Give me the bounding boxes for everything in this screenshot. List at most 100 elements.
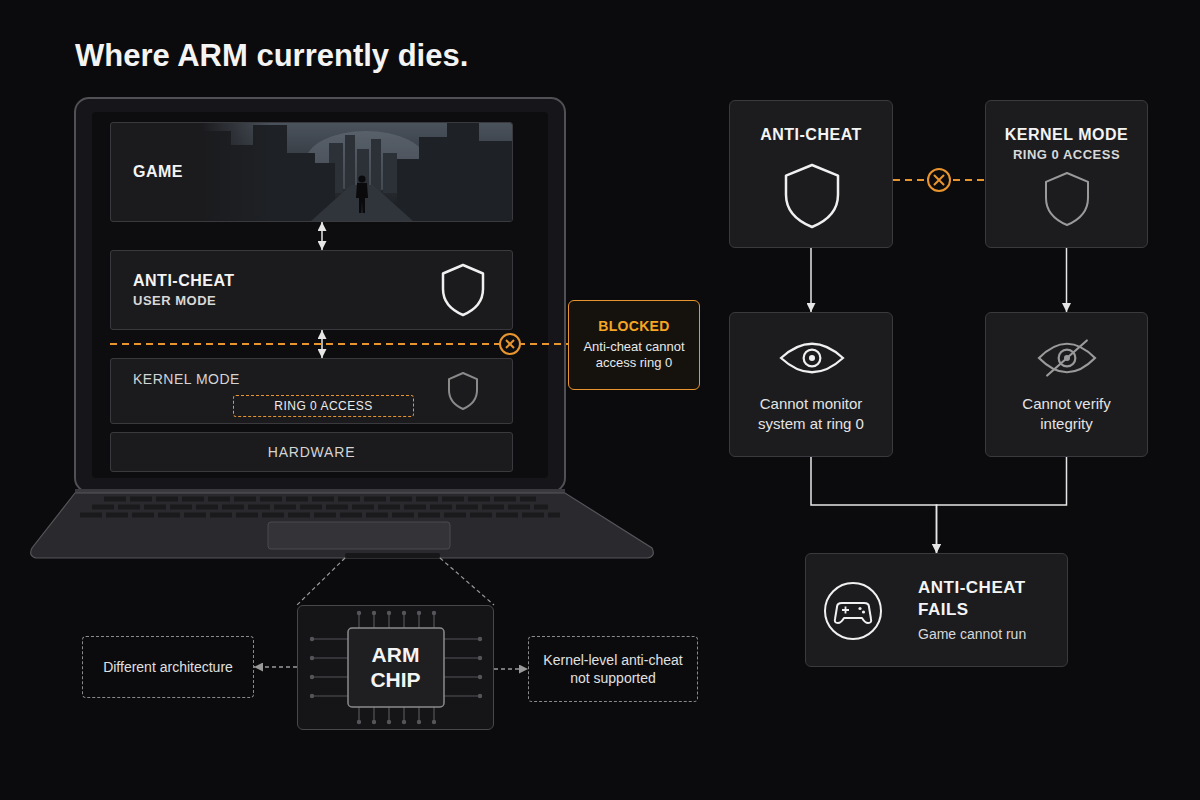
anticheat-layer: ANTI-CHEATUSER MODE bbox=[110, 250, 513, 330]
scene-figure-head bbox=[358, 175, 365, 182]
node-heading: Different architecture bbox=[103, 658, 233, 676]
chip-arrow bbox=[254, 666, 297, 668]
zoom-line bbox=[297, 558, 345, 605]
kernel-layer: KERNEL MODERING 0 ACCESS bbox=[110, 358, 513, 424]
zoom-line bbox=[440, 558, 494, 605]
trace-pad bbox=[357, 720, 360, 723]
chip-traces bbox=[310, 611, 481, 723]
trace bbox=[314, 676, 348, 677]
title: Where ARM currently dies. bbox=[75, 38, 468, 74]
trace bbox=[403, 614, 404, 628]
trackpad bbox=[268, 522, 450, 549]
trace bbox=[373, 707, 374, 721]
gamepad-button bbox=[862, 610, 865, 613]
keyboard-row bbox=[92, 505, 548, 510]
shield-icon bbox=[784, 163, 840, 229]
trace-pad bbox=[387, 611, 390, 614]
trace bbox=[314, 695, 348, 696]
trace-pad bbox=[478, 656, 481, 659]
shield-outline bbox=[1046, 173, 1088, 225]
blocked-cross bbox=[506, 340, 514, 348]
failure-box: ANTI-CHEAT FAILS Game cannot run bbox=[805, 553, 1068, 667]
merge-arrow bbox=[937, 457, 1067, 553]
blocked-cross bbox=[506, 340, 514, 348]
laptop-screen bbox=[92, 112, 548, 478]
trace-pad bbox=[372, 611, 375, 614]
trace bbox=[433, 707, 434, 721]
trace bbox=[314, 657, 348, 658]
node-body: Anti-cheat cannot access ring 0 bbox=[577, 339, 691, 373]
cross-ring bbox=[928, 169, 950, 191]
node-heading: ANTI-CHEAT FAILS bbox=[918, 577, 1055, 620]
scene-building bbox=[285, 153, 315, 221]
anticheat-box: ANTI-CHEAT bbox=[729, 100, 893, 248]
blocked-callout: BLOCKED Anti-cheat cannot access ring 0 bbox=[568, 300, 700, 390]
node-heading: ANTI-CHEAT bbox=[133, 271, 235, 290]
consequence-box: Cannot verify integrity bbox=[985, 312, 1148, 457]
trace bbox=[358, 614, 359, 628]
node-body: Game cannot run bbox=[918, 626, 1026, 643]
trace bbox=[418, 707, 419, 721]
trace bbox=[418, 614, 419, 628]
trace bbox=[433, 614, 434, 628]
node-heading: HARDWARE bbox=[268, 444, 356, 461]
node-heading: RING 0 ACCESS bbox=[274, 399, 373, 413]
scene-figure-body bbox=[356, 183, 368, 213]
trace-pad bbox=[310, 656, 313, 659]
hardware-layer: HARDWARE bbox=[110, 432, 513, 472]
ring0-tag: RING 0 ACCESS bbox=[233, 395, 414, 417]
laptop-notch bbox=[345, 553, 440, 558]
keyboard-row bbox=[80, 513, 560, 518]
merge-arrow bbox=[811, 457, 937, 553]
node-heading: KERNEL MODE bbox=[1005, 125, 1128, 144]
layer-arrow bbox=[321, 330, 323, 358]
keyboard-row bbox=[104, 497, 536, 502]
node-heading: GAME bbox=[133, 162, 183, 181]
trace-pad bbox=[387, 720, 390, 723]
gamepad-dpad bbox=[842, 607, 849, 614]
node-body: RING 0 ACCESS bbox=[1013, 147, 1120, 163]
trace-pad bbox=[478, 675, 481, 678]
eye-pupil bbox=[809, 355, 815, 361]
trace bbox=[358, 707, 359, 721]
blocked-cross bbox=[500, 334, 520, 354]
chip-box: ARM CHIP bbox=[297, 605, 494, 730]
note-box: Kernel-level anti-cheat not supported bbox=[528, 636, 698, 702]
shield-outline bbox=[786, 165, 838, 227]
flow-arrow bbox=[1066, 248, 1068, 312]
scene-tower bbox=[371, 139, 381, 193]
eye-icon bbox=[778, 339, 846, 377]
trace-pad bbox=[432, 720, 435, 723]
trace bbox=[314, 638, 348, 639]
shield-outline bbox=[449, 373, 477, 409]
shield-icon bbox=[1044, 171, 1090, 227]
trace bbox=[373, 614, 374, 628]
gamepad-icon bbox=[823, 581, 883, 641]
blocked-cross bbox=[928, 169, 950, 191]
trace bbox=[444, 638, 478, 639]
trace bbox=[388, 614, 389, 628]
trace bbox=[388, 707, 389, 721]
game-layer: GAME bbox=[110, 122, 513, 222]
scene-sky bbox=[201, 123, 512, 221]
trace-pad bbox=[310, 675, 313, 678]
shield-outline bbox=[443, 265, 483, 315]
trace-pad bbox=[478, 694, 481, 697]
node-heading: BLOCKED bbox=[598, 318, 669, 335]
shield-icon bbox=[447, 371, 479, 411]
trace bbox=[444, 657, 478, 658]
node-heading: Cannot monitor system at ring 0 bbox=[744, 394, 878, 435]
node-heading: ARM CHIP bbox=[360, 643, 432, 691]
note-box: Different architecture bbox=[82, 636, 254, 698]
node-heading: ANTI-CHEAT bbox=[760, 125, 862, 144]
laptop-lid bbox=[75, 98, 565, 492]
eye-slash-icon bbox=[1036, 339, 1098, 377]
node-heading: Cannot verify integrity bbox=[1000, 394, 1133, 435]
trace-pad bbox=[478, 637, 481, 640]
scene-tower bbox=[345, 135, 355, 193]
trace-pad bbox=[310, 637, 313, 640]
shield-icon bbox=[441, 263, 485, 317]
node-heading: Kernel-level anti-cheat not supported bbox=[539, 651, 687, 687]
laptop-base bbox=[31, 493, 654, 558]
